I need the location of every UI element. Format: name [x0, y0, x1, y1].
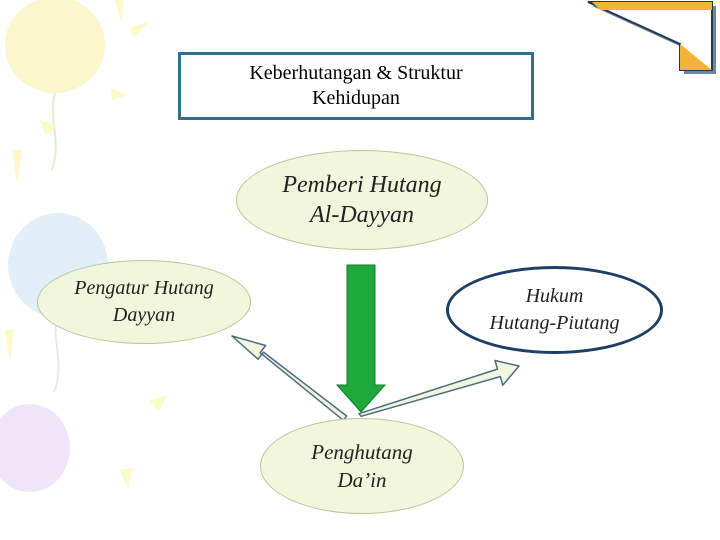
down-arrow-icon [335, 264, 387, 413]
node-borrower-line-2: Da’in [337, 468, 387, 492]
page-curl-icon [587, 1, 716, 74]
node-regulator-line-2: Dayyan [112, 304, 176, 326]
node-borrower-line-1: Penghutang [311, 440, 413, 464]
balloon-yellow-icon [5, 0, 105, 171]
node-borrower: Penghutang Da’in [260, 418, 464, 514]
arrow-to-regulator-icon [231, 335, 348, 422]
node-lender: Pemberi Hutang Al-Dayyan [236, 150, 488, 250]
node-lender-line-2: Al-Dayyan [310, 202, 414, 228]
node-law: Hukum Hutang-Piutang [446, 266, 663, 354]
arrow-to-law-icon [358, 359, 520, 418]
node-law-line-2: Hutang-Piutang [489, 312, 620, 334]
node-regulator: Pengatur Hutang Dayyan [37, 260, 251, 344]
node-lender-line-1: Pemberi Hutang [282, 172, 442, 198]
node-regulator-line-1: Pengatur Hutang [74, 277, 214, 299]
balloon-purple-icon [0, 404, 70, 492]
title-box: Keberhutangan & Struktur Kehidupan [178, 52, 534, 120]
sun-rays-icon [5, 0, 196, 490]
title-line-2: Kehidupan [312, 87, 400, 109]
title-line-1: Keberhutangan & Struktur [249, 62, 463, 84]
node-law-line-1: Hukum [525, 285, 584, 307]
